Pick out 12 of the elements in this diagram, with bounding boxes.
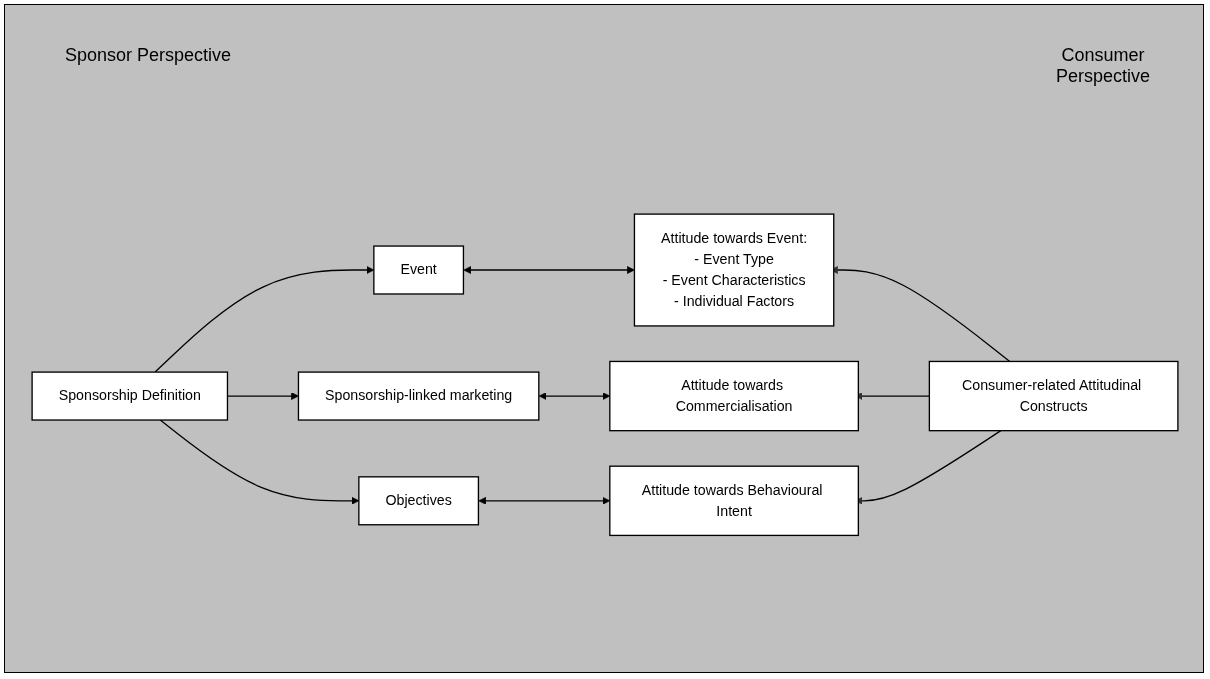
perspective-heading: Sponsor Perspective [65,45,232,66]
node-box [633,213,835,327]
node-box [373,245,465,295]
node-box [609,361,860,432]
node-box [609,465,860,537]
node-box [31,371,229,421]
perspective-heading: Consumer Perspective [1054,45,1151,87]
node-box [928,361,1179,432]
diagram-background: Sponsor Perspective Consumer Perspective Sponsorship Definition Event Sponsorship-linked marketing Objectives Attitude towards Event: - Event Type - Event Characteristics - Individual Factors Attitude towards Commercialisation Attitude towards Behavioural Intent Consumer-related Attitudinal Constructs [4,4,1204,673]
arrow [463,266,635,275]
node-box [297,371,540,421]
node-box [358,476,480,526]
